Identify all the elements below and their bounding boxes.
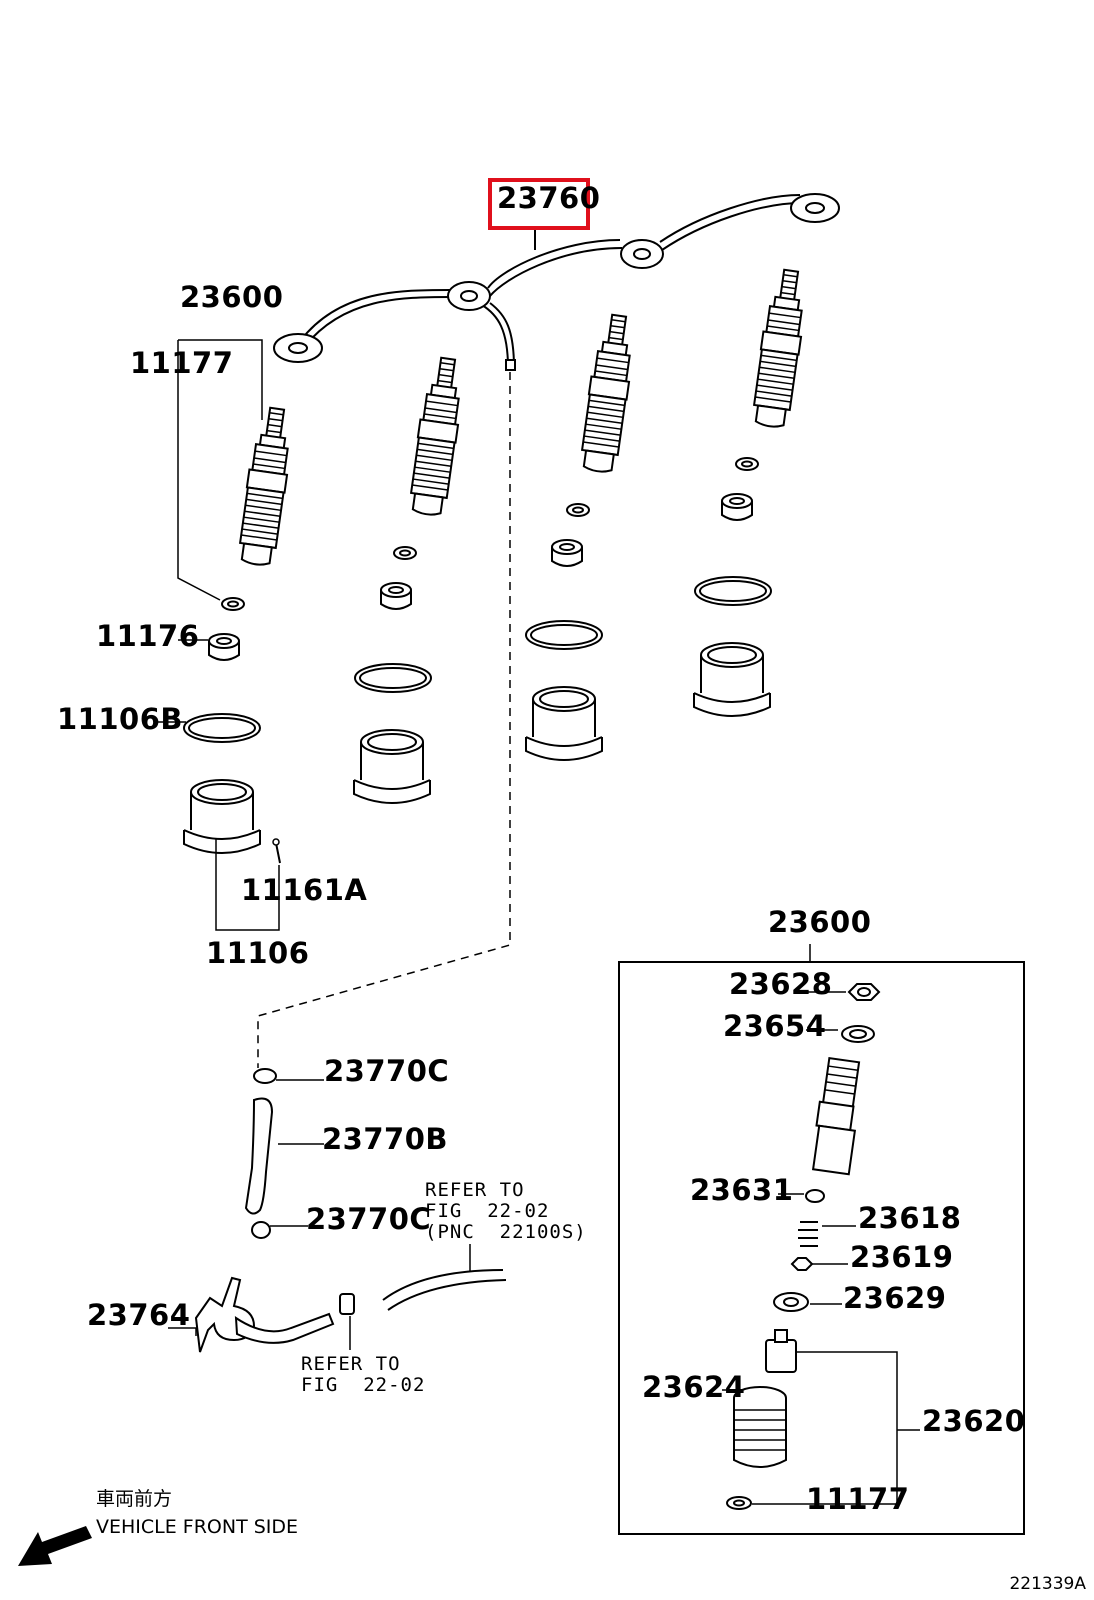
label-11177-box[interactable]: 11177	[806, 1482, 910, 1516]
label-23760[interactable]: 23760	[497, 181, 601, 215]
label-23654[interactable]: 23654	[723, 1009, 827, 1043]
highlight-box	[488, 178, 590, 230]
figure-id: 221339A	[1009, 1574, 1086, 1594]
label-23770B[interactable]: 23770B	[322, 1122, 448, 1156]
direction-en: VEHICLE FRONT SIDE	[96, 1516, 299, 1538]
label-23631[interactable]: 23631	[690, 1173, 794, 1207]
label-11106B[interactable]: 11106B	[57, 702, 183, 736]
refer-note-22-02: REFER TO FIG 22-02	[301, 1353, 426, 1396]
label-11161A[interactable]: 11161A	[241, 873, 368, 907]
label-23770C-b[interactable]: 23770C	[306, 1202, 432, 1236]
leakage-pipe-23760	[300, 194, 803, 371]
label-23624[interactable]: 23624	[642, 1370, 746, 1404]
front-arrow-icon	[18, 1526, 92, 1566]
label-23600-box[interactable]: 23600	[768, 905, 872, 939]
label-23600-top[interactable]: 23600	[180, 280, 284, 314]
label-23629[interactable]: 23629	[843, 1281, 947, 1315]
label-23764[interactable]: 23764	[87, 1298, 191, 1332]
label-11106[interactable]: 11106	[206, 936, 310, 970]
label-23619[interactable]: 23619	[850, 1240, 954, 1274]
refer-note-22100S: REFER TO FIG 22-02 (PNC 22100S)	[425, 1179, 587, 1243]
label-11177-top[interactable]: 11177	[130, 346, 234, 380]
label-23628[interactable]: 23628	[729, 967, 833, 1001]
label-23770C-a[interactable]: 23770C	[324, 1054, 450, 1088]
label-23618[interactable]: 23618	[858, 1201, 962, 1235]
label-23620[interactable]: 23620	[922, 1404, 1026, 1438]
direction-jp: 車両前方	[96, 1488, 173, 1510]
label-11176[interactable]: 11176	[96, 619, 200, 653]
